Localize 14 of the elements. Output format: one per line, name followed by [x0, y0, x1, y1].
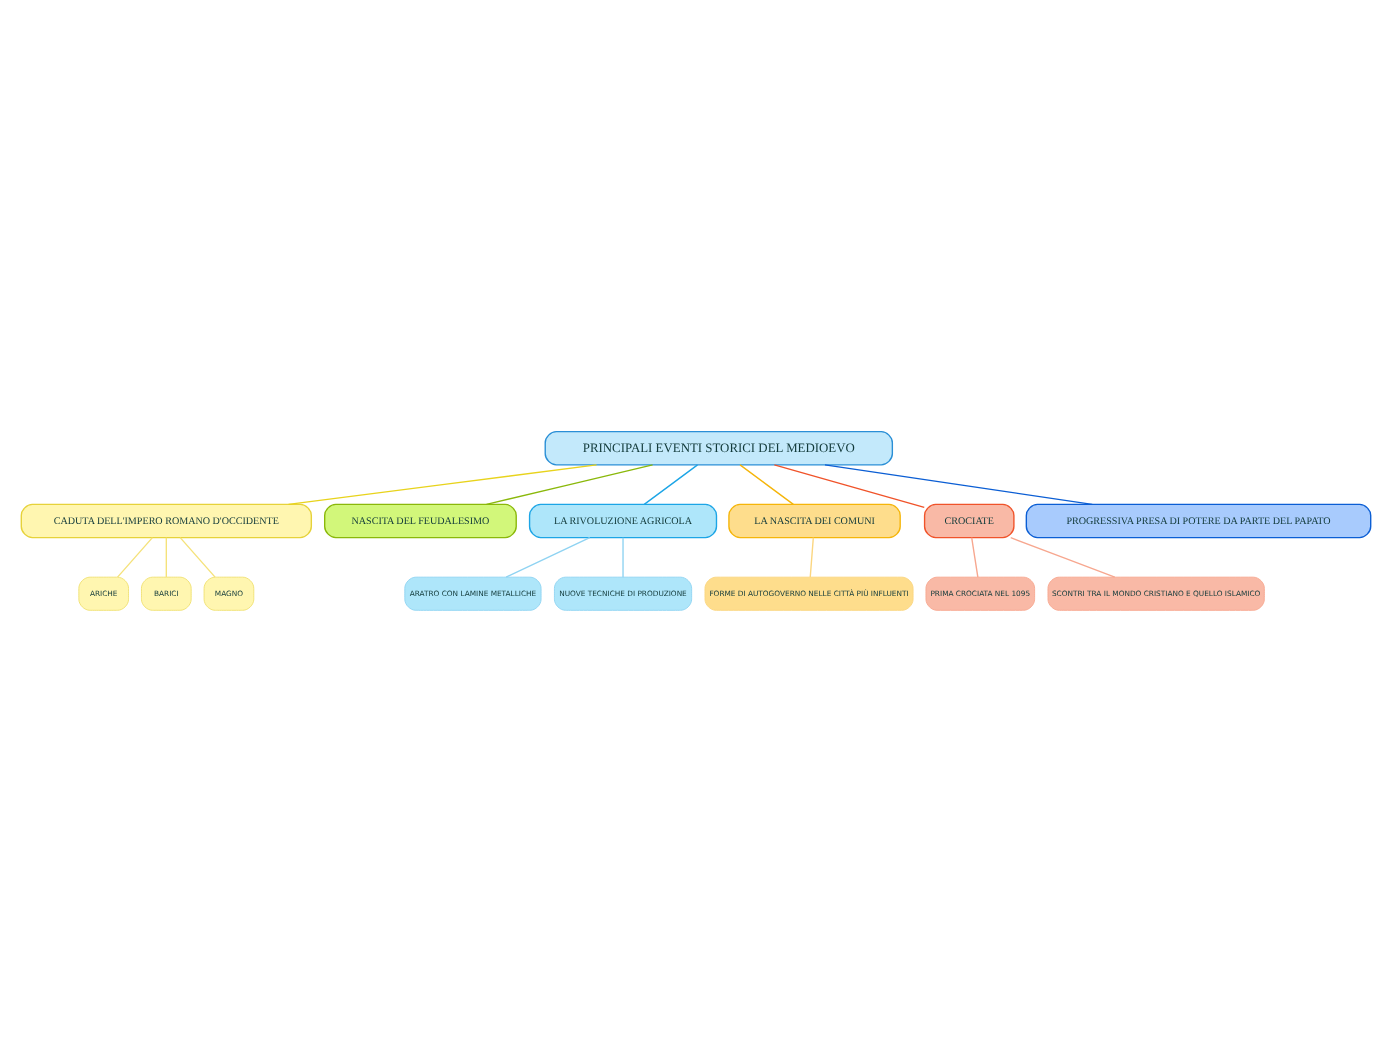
connector — [287, 463, 598, 505]
connector — [485, 463, 654, 505]
connector — [809, 535, 815, 577]
connector — [179, 535, 216, 577]
connector — [643, 463, 699, 505]
connector — [1010, 535, 1116, 577]
connector — [971, 535, 979, 577]
connector — [116, 535, 154, 577]
connector — [622, 535, 624, 577]
connector — [165, 535, 167, 577]
connector — [505, 535, 591, 577]
connector — [773, 463, 925, 508]
connector — [824, 463, 1093, 505]
connector — [739, 463, 795, 505]
